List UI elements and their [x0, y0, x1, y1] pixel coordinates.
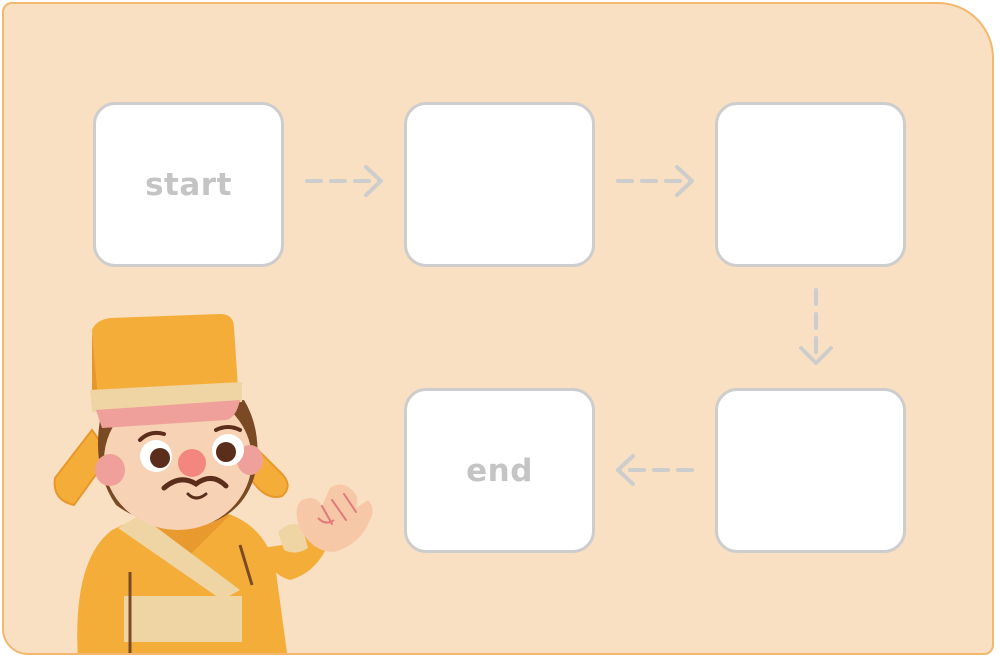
flow-box-4 — [715, 388, 906, 553]
flow-box-end: end — [404, 388, 595, 553]
hand-icon — [296, 484, 373, 552]
arrow-right-1 — [305, 165, 383, 197]
flow-box-start: start — [93, 102, 284, 267]
flow-box-end-label: end — [466, 452, 533, 489]
arrow-left — [616, 454, 694, 486]
arrow-right-2 — [616, 165, 694, 197]
hat — [90, 314, 242, 428]
arrow-down — [799, 288, 833, 365]
hat-wing-left — [53, 428, 112, 507]
flow-box-3 — [715, 102, 906, 267]
flow-box-2 — [404, 102, 595, 267]
flow-box-start-label: start — [145, 166, 232, 203]
robe — [77, 509, 288, 653]
